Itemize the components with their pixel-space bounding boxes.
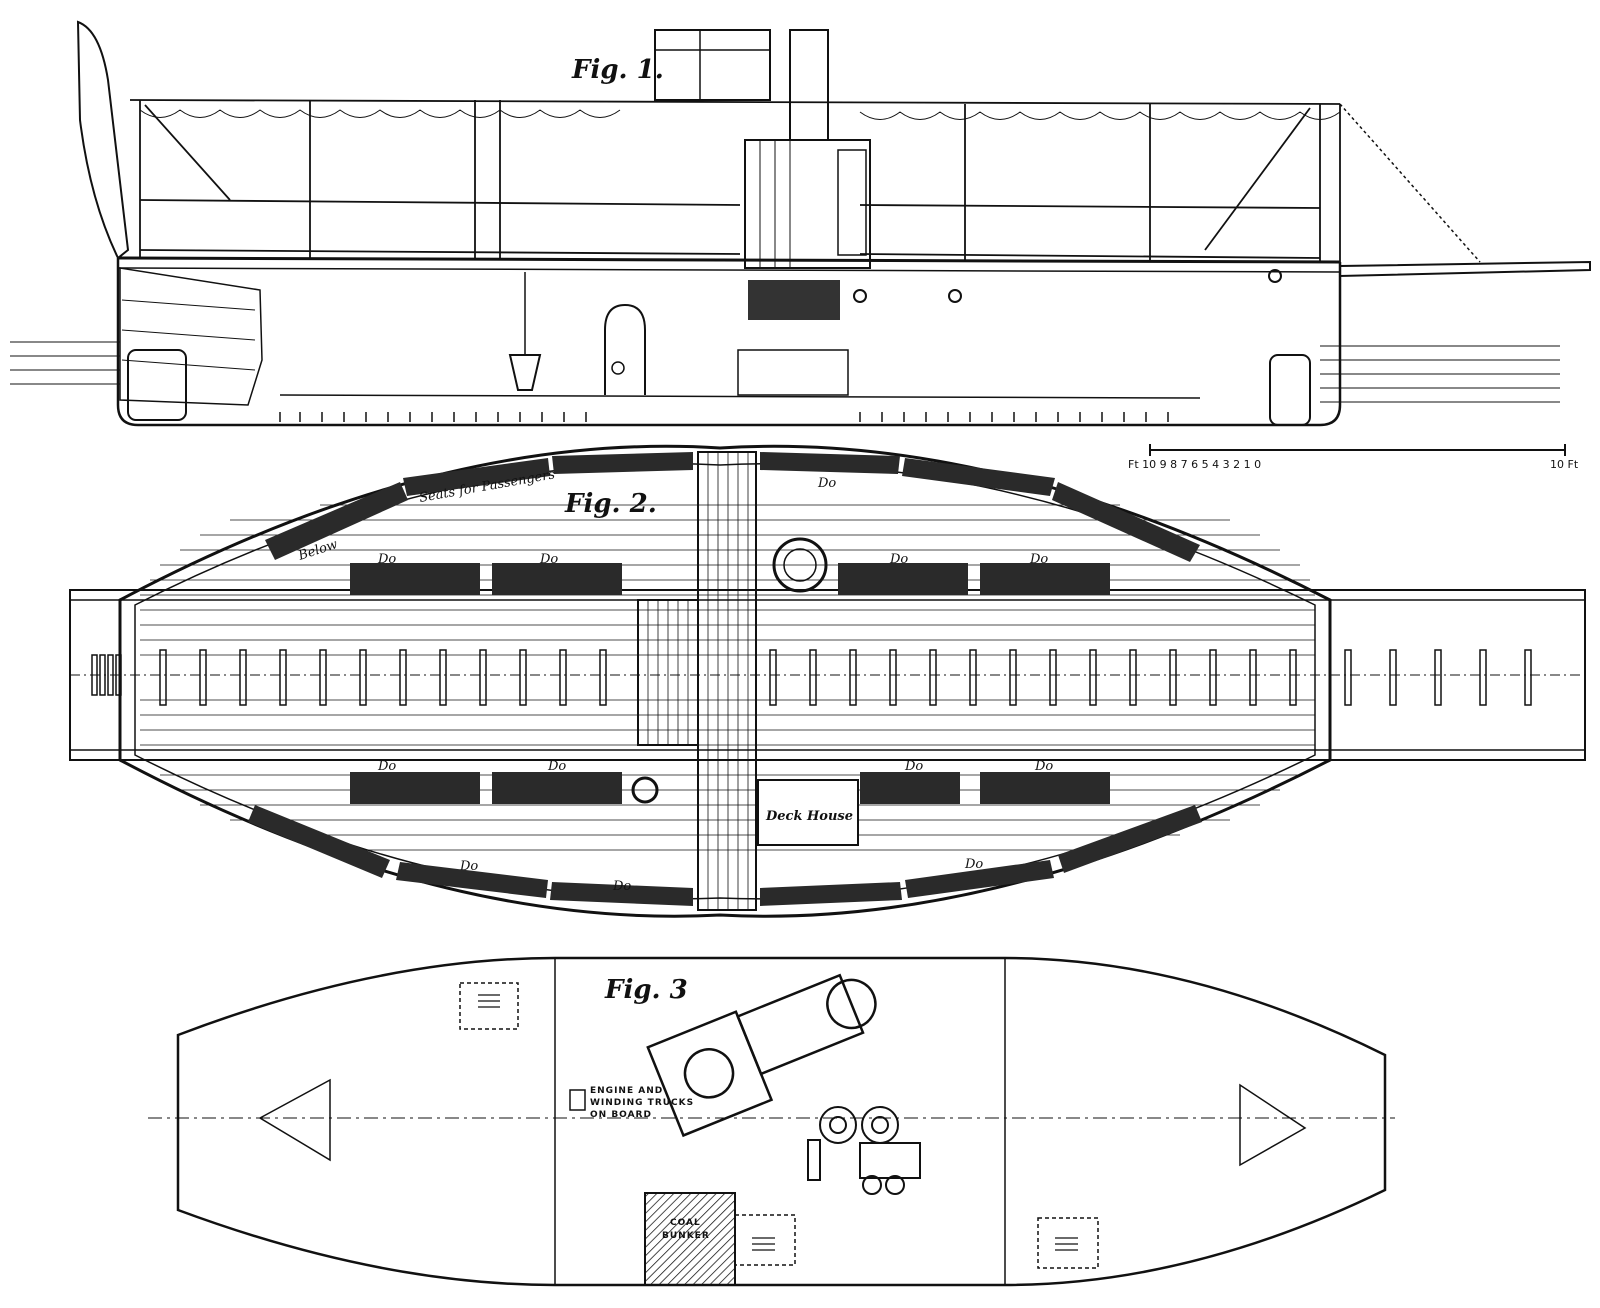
scale-bar: Ft 10 9 8 7 6 5 4 3 2 1 0 10 Ft [1128, 444, 1579, 471]
ditto-5: Do [377, 759, 396, 774]
ditto-1: Do [377, 552, 396, 567]
ditto-3: Do [889, 552, 908, 567]
fig1-label: Fig. 1. [571, 55, 664, 85]
boiler-plan [646, 973, 877, 1138]
ditto-10: Do [459, 859, 478, 874]
scale-end-label: 10 Ft [1550, 458, 1579, 471]
paddle-drum [748, 280, 840, 320]
track-slats [91, 649, 1532, 706]
deck-house [757, 779, 859, 846]
ditto-9: Do [817, 476, 836, 491]
center-track [69, 589, 1586, 761]
windlass-left [508, 354, 542, 391]
hatch-round [772, 537, 828, 593]
engine-plan [807, 1106, 921, 1195]
ditto-12: Do [964, 857, 983, 872]
scale-ticks: Ft 10 9 8 7 6 5 4 3 2 1 0 [1128, 458, 1261, 471]
ditto-4: Do [1029, 552, 1048, 567]
fig1-side-elevation: Fig. 1. [10, 20, 1591, 427]
hold-outline [176, 956, 1387, 1287]
fig2-label: Fig. 2. [564, 489, 657, 519]
deck-outline [118, 444, 1332, 918]
water-surface [10, 341, 1560, 403]
hull-profile [116, 258, 1342, 427]
left-apron [76, 20, 130, 260]
left-fender-boards [119, 267, 263, 406]
deck-house-label: Deck House [765, 809, 853, 824]
ditto-6: Do [547, 759, 566, 774]
right-hoist-chain [1339, 103, 1481, 263]
engine-house [744, 139, 871, 269]
hatch-2 [734, 1214, 796, 1266]
ditto-8: Do [1034, 759, 1053, 774]
right-ramp [1339, 260, 1591, 278]
rudder-box-left [127, 349, 187, 421]
main-deck-line [117, 256, 1341, 264]
coal-bunker-label-2: BUNKER [662, 1231, 710, 1241]
passenger-benches [248, 452, 1202, 906]
engine-note-1: ENGINE AND [590, 1086, 663, 1096]
stern-winch-triangle [1239, 1083, 1307, 1167]
fig2-deck-plan: Deck House Fig. 2. Seats for Passengers … [69, 444, 1586, 918]
hull-frames [279, 412, 1169, 422]
ditto-11: Do [612, 879, 631, 894]
coal-bunker [644, 1192, 736, 1286]
hatch-1 [459, 982, 519, 1030]
boiler [604, 303, 646, 395]
ditto-7: Do [904, 759, 923, 774]
paddle-bridge-vertical [697, 451, 757, 911]
engine-note-2: WINDING TRUCKS [590, 1098, 694, 1108]
fig3-hold-plan: COAL BUNKER ENGINE AND WINDING TRUCKS ON… [148, 956, 1395, 1287]
engine-note-3: ON BOARD [590, 1110, 652, 1120]
pilot-house [654, 29, 771, 101]
coal-bunker-label-1: COAL [670, 1218, 701, 1228]
upper-deck-canopy [129, 99, 1341, 262]
fig3-label: Fig. 3 [604, 975, 688, 1005]
smokestack [789, 29, 829, 141]
hatch-3 [1037, 1217, 1099, 1269]
ditto-2: Do [539, 552, 558, 567]
bow-winch-triangle [258, 1078, 331, 1162]
